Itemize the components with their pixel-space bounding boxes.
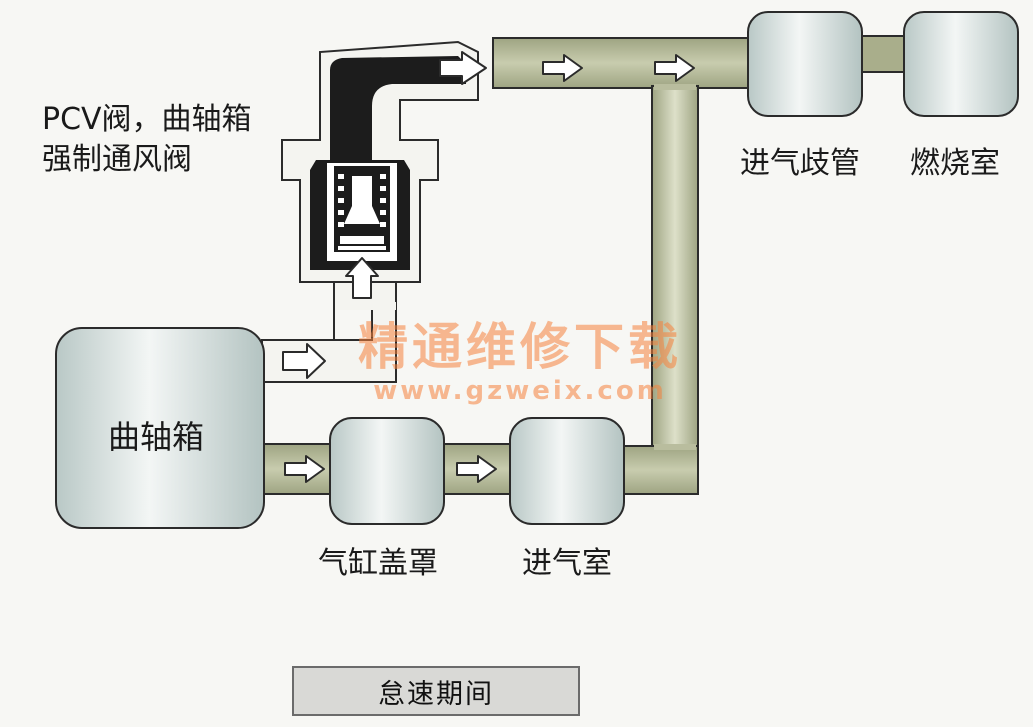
air-chamber-box — [509, 417, 625, 525]
pcv-valve-label-line1: PCV阀，曲轴箱 — [42, 102, 252, 137]
intake-pipe-top — [492, 35, 909, 89]
intake-manifold-label: 进气歧管 — [740, 146, 860, 181]
pcv-valve-label-line2: 强制通风阀 — [42, 142, 192, 177]
pcv-valve-housing — [281, 40, 479, 283]
crankcase-label: 曲轴箱 — [108, 418, 205, 456]
crankcase-box — [55, 327, 265, 529]
arrow-icon — [345, 257, 379, 299]
cylinder-head-cover-label: 气缸盖罩 — [318, 546, 438, 581]
flow-arrows — [282, 51, 695, 483]
air-chamber-label: 进气室 — [522, 546, 612, 581]
arrow-icon — [542, 54, 583, 82]
intake-pipe-vertical — [613, 84, 699, 495]
combustion-chamber-box — [903, 11, 1019, 117]
arrow-icon — [282, 343, 326, 379]
arrow-icon — [284, 455, 325, 483]
combustion-chamber-label: 燃烧室 — [910, 146, 1000, 181]
arrow-icon — [456, 455, 497, 483]
arrow-icon — [654, 54, 695, 82]
pcv-valve-label: PCV阀，曲轴箱 强制通风阀 — [42, 100, 252, 180]
caption-idle: 怠速期间 — [292, 666, 580, 716]
intake-manifold-box — [747, 11, 863, 117]
arrow-icon — [439, 51, 487, 85]
cylinder-head-cover-box — [329, 417, 445, 525]
